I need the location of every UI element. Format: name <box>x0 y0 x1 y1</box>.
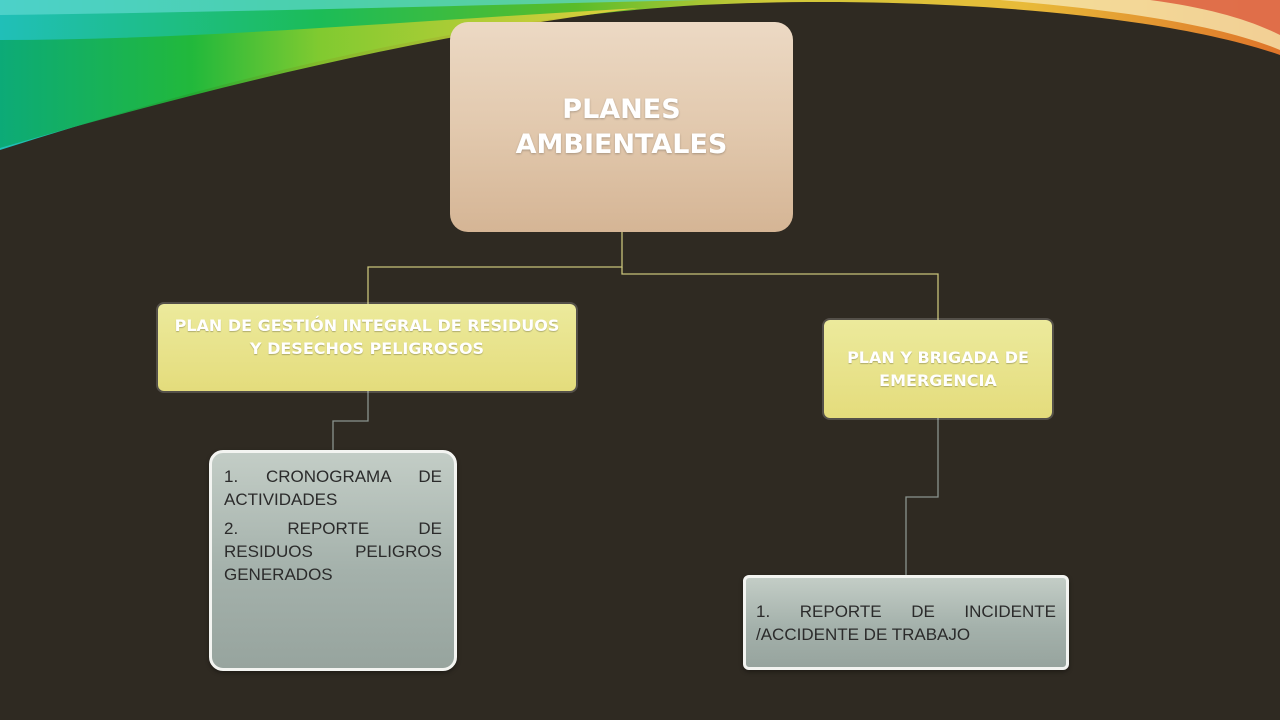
leaf-item: 1. REPORTE DE INCIDENTE /ACCIDENTE DE TR… <box>756 601 1056 644</box>
connector-root-left <box>367 232 623 304</box>
connector-right-leaf <box>905 418 939 575</box>
connector-left-leaf <box>332 391 369 450</box>
root-node: PLANES AMBIENTALES <box>450 22 793 232</box>
branch-node-label: PLAN Y BRIGADA DE EMERGENCIA <box>847 348 1029 390</box>
branch-node-label: PLAN DE GESTIÓN INTEGRAL DE RESIDUOS Y D… <box>174 315 560 358</box>
branch-node-emergency-plan: PLAN Y BRIGADA DE EMERGENCIA <box>824 320 1052 418</box>
leaf-item: 1. CRONOGRAMA DE ACTIVIDADES <box>224 467 442 509</box>
leaf-node-waste-items: 1. CRONOGRAMA DE ACTIVIDADES 2. REPORTE … <box>209 450 457 671</box>
decorative-ribbon <box>0 0 1280 150</box>
root-node-label: PLANES AMBIENTALES <box>515 94 728 160</box>
branch-node-waste-plan: PLAN DE GESTIÓN INTEGRAL DE RESIDUOS Y D… <box>158 304 576 391</box>
leaf-node-emergency-items: 1. REPORTE DE INCIDENTE /ACCIDENTE DE TR… <box>743 575 1069 670</box>
leaf-item: 2. REPORTE DE RESIDUOS PELIGROS GENERADO… <box>224 519 442 584</box>
connector-root-right <box>621 267 939 320</box>
